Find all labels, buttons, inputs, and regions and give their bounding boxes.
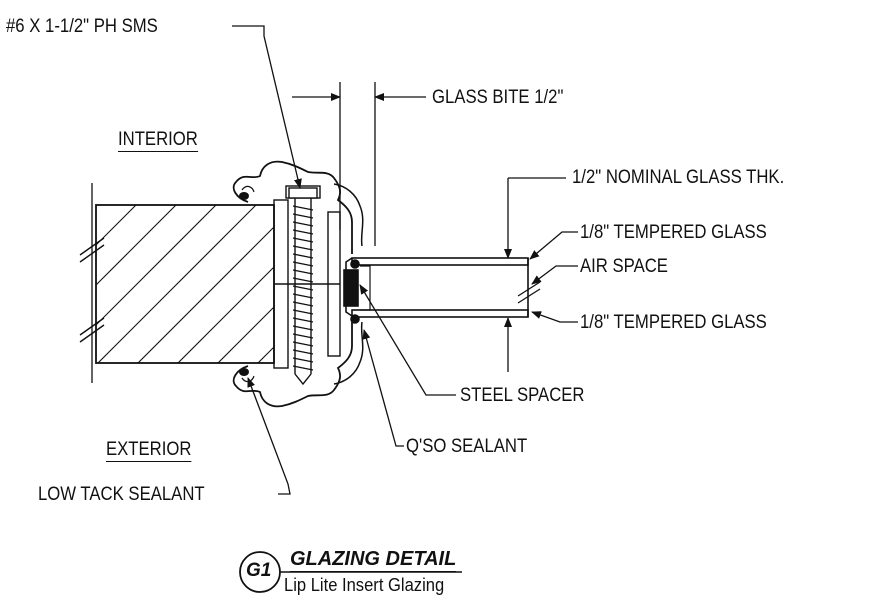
tempered-glass-top-label: 1/8" TEMPERED GLASS: [580, 222, 767, 243]
detail-tag-bubble: [239, 551, 462, 593]
detail-title: GLAZING DETAIL: [290, 548, 457, 572]
sheet-metal-screw: [288, 187, 318, 386]
detail-subtitle: Lip Lite Insert Glazing: [284, 575, 445, 595]
steel-spacer-label: STEEL SPACER: [460, 385, 585, 406]
interior-label: INTERIOR: [118, 129, 198, 152]
air-space-label: AIR SPACE: [580, 256, 668, 277]
sealant-beads: [239, 192, 249, 376]
insulated-glass-unit: [343, 257, 541, 324]
low-tack-sealant-label: LOW TACK SEALANT: [38, 484, 205, 505]
nominal-thickness-label: 1/2" NOMINAL GLASS THK.: [572, 167, 785, 188]
qso-sealant-label: Q'SO SEALANT: [406, 436, 528, 457]
leader-lines: [232, 25, 578, 495]
glass-thickness-dimension: [504, 177, 566, 372]
screw-label: #6 X 1-1/2" PH SMS: [6, 16, 158, 37]
wood-frame-section: [79, 183, 275, 383]
detail-tag: G1: [246, 560, 272, 581]
glass-bite-label: GLASS BITE 1/2": [432, 87, 564, 108]
tempered-glass-bottom-label: 1/8" TEMPERED GLASS: [580, 312, 767, 333]
exterior-label: EXTERIOR: [106, 439, 192, 462]
glass-bite-dimension: [292, 82, 426, 246]
lip-lite-frame: [232, 160, 364, 408]
